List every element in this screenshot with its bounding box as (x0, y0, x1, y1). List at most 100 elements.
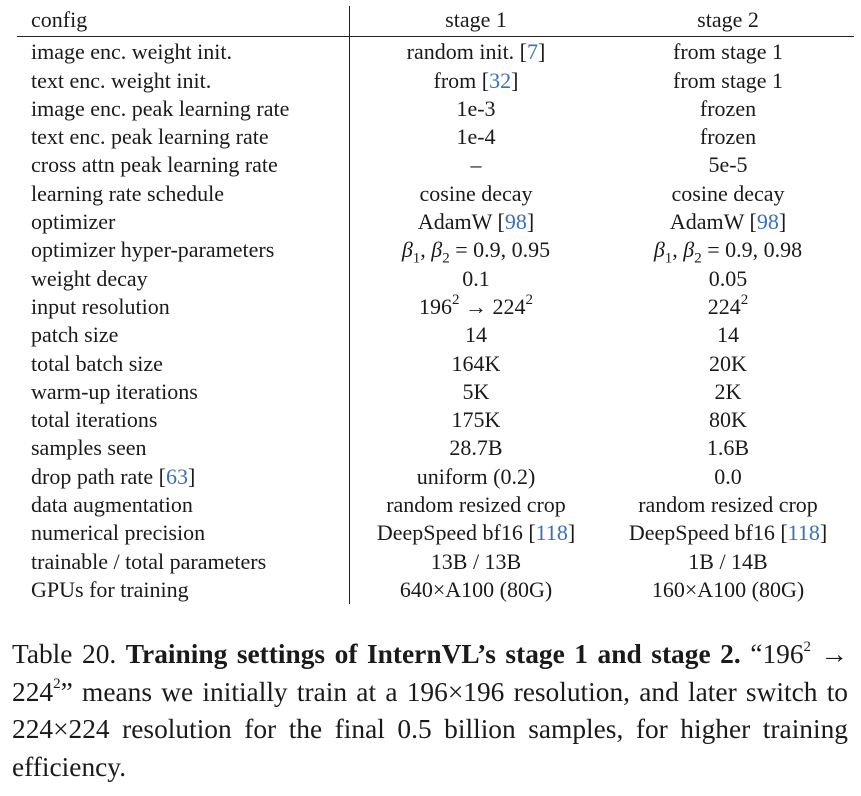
cell-text: random init. [7] (406, 39, 546, 65)
table-row: patch size 14 14 (17, 321, 854, 350)
stage-1-cell: 175K (451, 407, 501, 433)
stage-1-cell: 28.7B (449, 435, 503, 461)
row-label: weight decay (17, 264, 350, 293)
cell-text: 2242 (707, 291, 749, 319)
table-row: total iterations 175K 80K (17, 406, 854, 435)
table-row: GPUs for training 640×A100 (80G) 160×A10… (17, 575, 854, 605)
table-row: trainable / total parameters 13B / 13B 1… (17, 547, 854, 576)
caption-quote-open: “196 (750, 639, 804, 669)
caption-body: means we initially train at a 196×196 re… (12, 676, 848, 782)
stage-1-cell: DeepSpeed bf16 [118] (350, 519, 603, 547)
stage-2-cell: 2242 (602, 291, 854, 321)
stage-1-cell: 640×A100 (80G) (399, 576, 553, 602)
table-header-row: config stage 1 stage 2 (17, 6, 854, 38)
header-stage-2: stage 2 (602, 6, 854, 38)
row-label: image enc. weight init. (17, 36, 350, 67)
stage-1-cell: AdamW [98] (350, 208, 603, 236)
row-label: text enc. weight init. (17, 66, 350, 95)
table-row: text enc. peak learning rate 1e-4 frozen (17, 123, 854, 152)
row-label: image enc. peak learning rate (17, 94, 350, 124)
row-label: text enc. peak learning rate (17, 123, 350, 152)
row-label: optimizer hyper-parameters (17, 236, 350, 265)
row-label: patch size (17, 321, 350, 350)
cell-text: from [32] (433, 67, 519, 93)
caption-quote-exp-1: 2 (803, 638, 812, 655)
table-row: input resolution 1962 → 2242 2242 (17, 291, 854, 322)
citation-number: 98 (756, 209, 779, 235)
table-row: learning rate schedule cosine decay cosi… (17, 179, 854, 209)
row-label: optimizer (17, 208, 350, 237)
row-label: GPUs for training (17, 575, 350, 605)
table-row: numerical precision DeepSpeed bf16 [118]… (17, 519, 854, 548)
stage-2-cell: random resized crop (638, 492, 818, 518)
stage-2-cell: frozen (699, 95, 757, 121)
citation-number: 7 (527, 39, 539, 65)
stage-1-cell: 5K (462, 378, 490, 404)
stage-1-cell: random init. [7] (350, 37, 603, 67)
row-label: input resolution (17, 292, 350, 322)
stage-2-cell: frozen (699, 124, 757, 150)
stage-1-cell: 1962 → 2242 (350, 291, 603, 321)
row-label: cross attn peak learning rate (17, 151, 350, 180)
table-row: drop path rate [63] uniform (0.2) 0.0 (17, 462, 854, 492)
table-row: cross attn peak learning rate – 5e-5 (17, 151, 854, 180)
table-row: image enc. weight init. random init. [7]… (17, 36, 854, 67)
stage-1-cell: random resized crop (386, 492, 566, 518)
stage-1-cell: 0.1 (462, 265, 490, 291)
stage-2-cell: 14 (717, 322, 739, 348)
caption-quote-close: ” (60, 676, 73, 707)
caption-label: Table 20. (12, 639, 117, 669)
stage-2-cell: 5e-5 (708, 152, 748, 178)
cell-text: AdamW [98] (417, 209, 535, 235)
stage-1-cell: uniform (0.2) (416, 463, 536, 489)
header-config: config (17, 6, 350, 38)
row-label: total batch size (17, 349, 350, 378)
row-label: data augmentation (17, 491, 350, 520)
stage-2-cell: 0.0 (714, 463, 742, 489)
citation-number: 63 (166, 463, 188, 489)
stage-1-cell: 1e-3 (456, 95, 496, 121)
cell-text: 1962 → 2242 (419, 291, 533, 319)
table-row: text enc. weight init. from [32] from st… (17, 66, 854, 95)
row-label: samples seen (17, 434, 350, 463)
stage-2-cell: 20K (709, 350, 747, 376)
table-row: total batch size 164K 20K (17, 349, 854, 378)
stage-2-cell: DeepSpeed bf16 [118] (602, 519, 854, 547)
stage-1-cell: 13B / 13B (430, 548, 522, 574)
stage-1-cell: β1, β2 = 0.9, 0.95 (350, 236, 603, 267)
table-body: image enc. weight init. random init. [7]… (17, 36, 854, 605)
stage-2-cell: from stage 1 (673, 39, 783, 65)
citation-number: 118 (535, 520, 568, 546)
row-label: numerical precision (17, 519, 350, 548)
row-label: drop path rate [63] (17, 462, 350, 492)
header-stage-1: stage 1 (349, 6, 602, 38)
stage-1-cell: 164K (451, 350, 501, 376)
stage-2-cell: AdamW [98] (602, 208, 854, 236)
stage-2-cell: 1.6B (706, 435, 750, 461)
row-label: warm-up iterations (17, 377, 350, 407)
cell-text: β1, β2 = 0.9, 0.95 (401, 237, 551, 267)
table-row: weight decay 0.1 0.05 (17, 264, 854, 293)
training-settings-table: config stage 1 stage 2 image enc. weight… (17, 6, 854, 605)
stage-2-cell: 0.05 (708, 265, 748, 291)
table-row: samples seen 28.7B 1.6B (17, 434, 854, 463)
stage-2-cell: β1, β2 = 0.9, 0.98 (602, 236, 854, 267)
citation-number: 32 (489, 67, 512, 93)
table-caption: Table 20. Training settings of InternVL’… (12, 636, 848, 786)
caption-quote-exp-2: 2 (53, 676, 61, 693)
row-label: trainable / total parameters (17, 547, 350, 576)
stage-2-cell: 80K (709, 407, 747, 433)
row-label: learning rate schedule (17, 179, 350, 209)
citation-number: 98 (504, 209, 527, 235)
stage-1-cell: 1e-4 (456, 124, 496, 150)
table-row: optimizer AdamW [98] AdamW [98] (17, 208, 854, 237)
cell-text: AdamW [98] (669, 209, 787, 235)
stage-2-cell: cosine decay (671, 180, 785, 206)
caption-quote-arrow: → 224 (12, 639, 848, 707)
stage-2-cell: 1B / 14B (688, 548, 768, 574)
cell-text: β1, β2 = 0.9, 0.98 (653, 237, 803, 267)
stage-2-cell: 2K (714, 378, 742, 404)
stage-1-cell: 14 (465, 322, 487, 348)
table-row: optimizer hyper-parameters β1, β2 = 0.9,… (17, 236, 854, 267)
cell-text: DeepSpeed bf16 [118] (376, 520, 576, 546)
